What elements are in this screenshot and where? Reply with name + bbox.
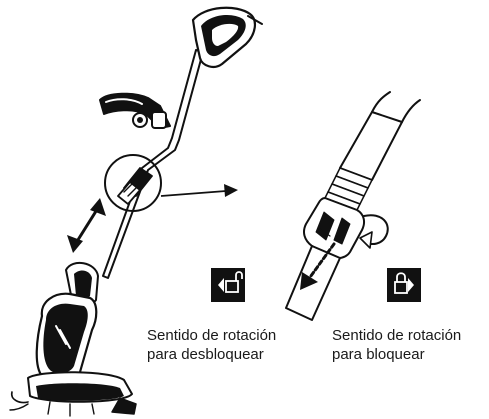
rotation-arrow	[359, 214, 389, 249]
top-handle	[191, 6, 263, 68]
lock-caption: Sentido de rotación para bloquear	[332, 326, 461, 364]
lock-icon	[387, 268, 421, 302]
unlock-caption-line1: Sentido de rotación	[147, 327, 277, 344]
detail-magnifier-circle	[104, 154, 162, 212]
slide-down-arrow	[300, 242, 336, 290]
trimmer-head	[9, 371, 137, 417]
detail-pointer-arrow	[160, 184, 238, 197]
lock-caption-line1: Sentido de rotación	[332, 327, 462, 344]
telescopic-adjust-arrow	[67, 198, 106, 253]
auxiliary-handle	[99, 92, 171, 129]
collar-detail-illustration	[285, 91, 421, 321]
string-trimmer-illustration	[9, 6, 263, 417]
shaft-collar	[117, 167, 153, 205]
unlock-caption: Sentido de rotación para desbloquear	[147, 326, 276, 364]
unlock-caption-line2: para desbloquear	[147, 346, 264, 363]
upper-tube	[339, 111, 403, 181]
lock-caption-line2: para bloquear	[332, 346, 425, 363]
motor-housing	[35, 292, 98, 384]
thread-rings	[324, 167, 373, 211]
unlock-icon	[211, 268, 245, 302]
